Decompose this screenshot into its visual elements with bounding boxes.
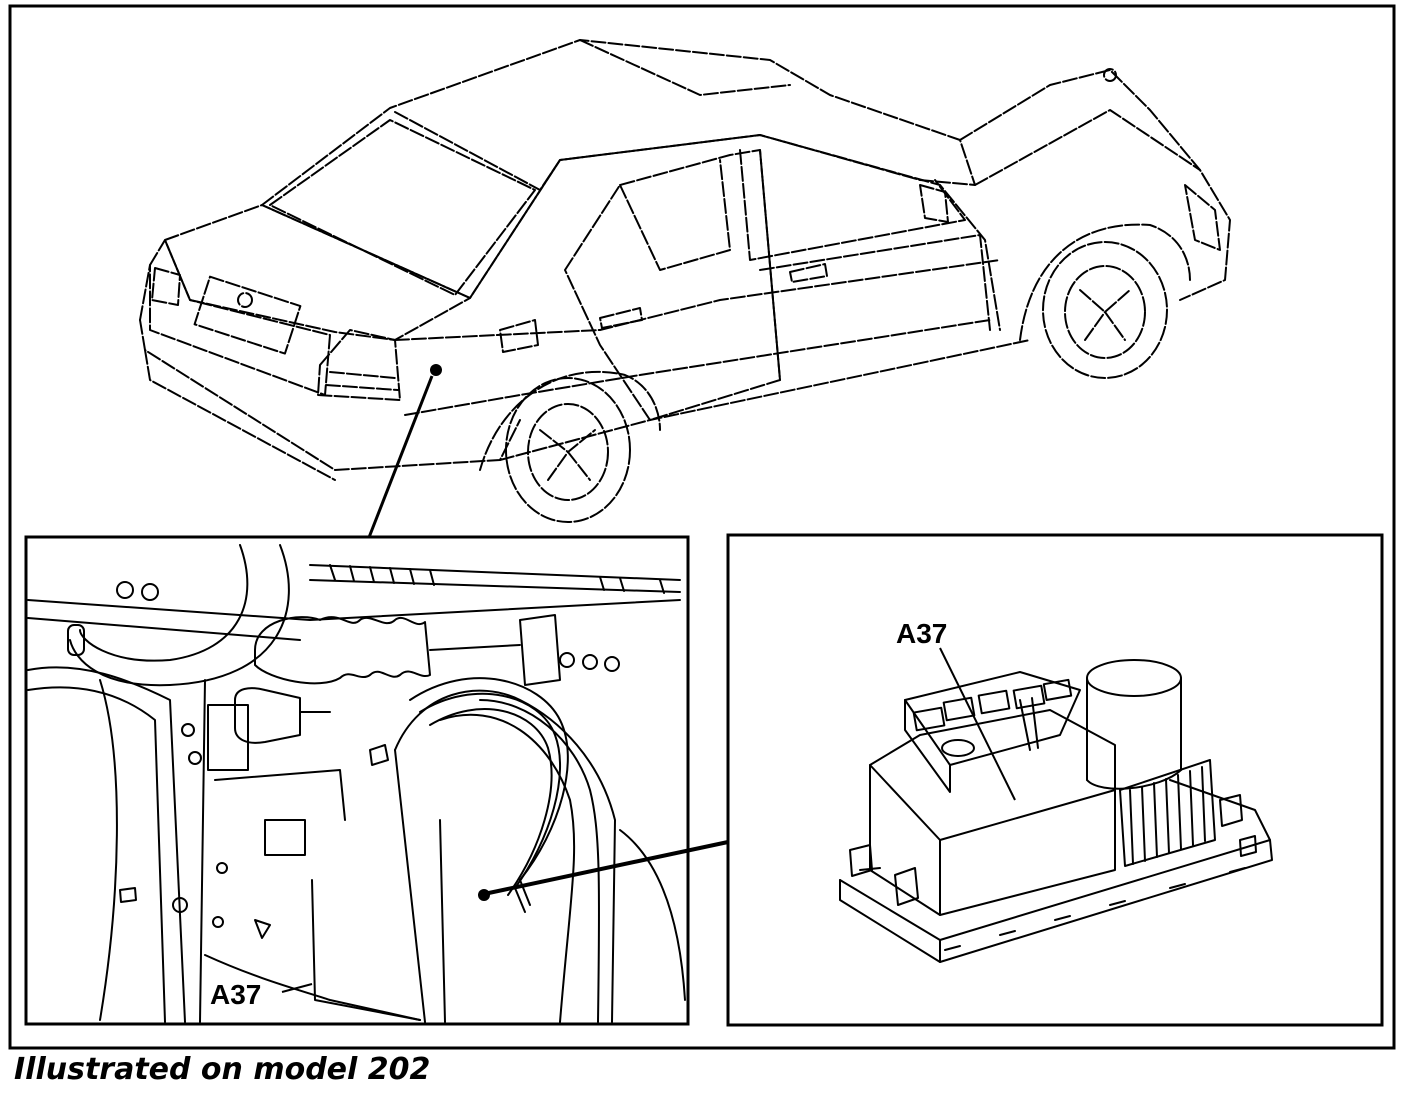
detail-left-drawing bbox=[27, 544, 686, 1023]
detail-box-left bbox=[24, 535, 690, 1026]
detail-right-drawing bbox=[839, 659, 1273, 963]
leader-left-a37 bbox=[281, 983, 313, 993]
leader-module-to-right-detail bbox=[483, 840, 729, 896]
leader-right-a37 bbox=[939, 647, 1016, 801]
location-dot-car bbox=[430, 364, 442, 376]
car-illustration bbox=[139, 39, 1231, 523]
callout-a37-left: A37 bbox=[210, 979, 261, 1010]
figure-caption: Illustrated on model 202 bbox=[14, 1052, 431, 1087]
leader-car-to-detail bbox=[366, 375, 434, 541]
outer-frame bbox=[8, 4, 1396, 1050]
callout-a37-right: A37 bbox=[896, 618, 947, 649]
location-dot-detail bbox=[478, 889, 490, 901]
detail-box-right bbox=[726, 533, 1384, 1027]
